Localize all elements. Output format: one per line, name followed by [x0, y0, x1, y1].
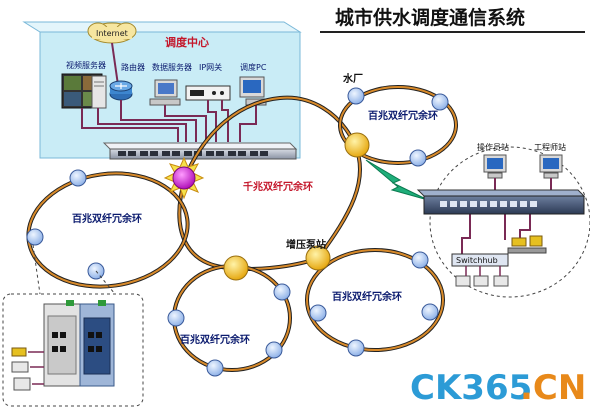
operator-station-label: 操作员站 — [477, 142, 509, 152]
internet-cloud-icon: Internet — [87, 22, 137, 44]
video-server-label: 视频服务器 — [66, 60, 106, 70]
booster-station-label: 增压泵站 — [286, 238, 326, 251]
watermark-suffix: .CN — [520, 368, 586, 408]
ring-node — [431, 93, 449, 111]
switchhub-label: Switchhub — [456, 256, 498, 265]
ring-node — [409, 149, 427, 167]
switchhub-icon: Switchhub — [451, 253, 509, 267]
router-icon — [109, 80, 133, 101]
plant-rack-switch-icon — [416, 189, 586, 215]
control-center-cables — [81, 100, 257, 142]
water-plant-label: 水厂 — [342, 72, 363, 85]
router-label: 路由器 — [121, 62, 145, 72]
ring-node — [206, 359, 224, 377]
watermark: CK365 .CN — [410, 368, 586, 408]
dispatch-pc-label: 调度PC — [240, 62, 267, 72]
ring-top-right-label: 百兆双纤冗余环 — [368, 109, 438, 122]
gigabit-ring-label: 千兆双纤冗余环 — [243, 180, 313, 193]
video-server-icon — [91, 75, 107, 109]
field-device-inset — [2, 244, 144, 407]
control-center: 调度中心 Internet 视频服务器 路由器 数据服务器 IP网关 调度PC — [22, 21, 302, 159]
ring-node — [411, 251, 429, 269]
diagram-title: 城市供水调度通信系统 — [335, 6, 525, 29]
ring-left-label: 百兆双纤冗余环 — [72, 212, 142, 225]
data-server-icon — [149, 79, 181, 106]
core-node — [163, 156, 205, 200]
internet-link — [111, 42, 119, 86]
gigabit-ring — [177, 95, 363, 271]
internet-label: Internet — [96, 29, 128, 38]
control-center-label: 调度中心 — [165, 35, 209, 49]
ring-node — [69, 169, 87, 187]
ring-bottom-mid-label: 百兆双纤冗余环 — [180, 333, 250, 346]
ring-node — [26, 228, 44, 246]
title-block: 城市供水调度通信系统 — [320, 6, 585, 33]
industrial-switch-icon — [43, 300, 115, 387]
field-devices-icon — [11, 347, 44, 391]
ring-bottom-right-label: 百兆双纤冗余环 — [332, 290, 402, 303]
ring-node — [273, 283, 291, 301]
ring-100m-top-right — [338, 85, 458, 165]
ring-nodes — [26, 87, 449, 377]
plant-lan-cables — [461, 178, 552, 258]
control-center-panel-top — [22, 21, 302, 33]
ring-node — [347, 87, 365, 105]
ring-node — [167, 309, 185, 327]
camera-icon — [507, 235, 547, 254]
data-server-label: 数据服务器 — [152, 62, 192, 72]
plant-lan-zoom: 操作员站 工程师站 — [416, 142, 590, 298]
ip-gateway-icon — [185, 85, 231, 101]
ring-node — [265, 341, 283, 359]
operator-station-icon — [483, 154, 507, 179]
engineer-station-label: 工程师站 — [534, 142, 566, 152]
ip-phone-icon — [455, 266, 509, 287]
ring-100m-left — [26, 171, 190, 289]
ring-100m-bottom-right — [305, 248, 445, 352]
ring-node — [309, 304, 327, 322]
ip-gateway-label: IP网关 — [199, 62, 222, 72]
gold-nodes — [223, 132, 370, 281]
water-plant-node — [344, 132, 370, 158]
core-switch-icon — [102, 142, 298, 160]
ring-node — [347, 339, 365, 357]
watermark-main: CK365 — [410, 368, 532, 408]
booster-station-node — [305, 245, 331, 271]
ring-junction-node — [223, 255, 249, 281]
ring-node — [421, 303, 439, 321]
